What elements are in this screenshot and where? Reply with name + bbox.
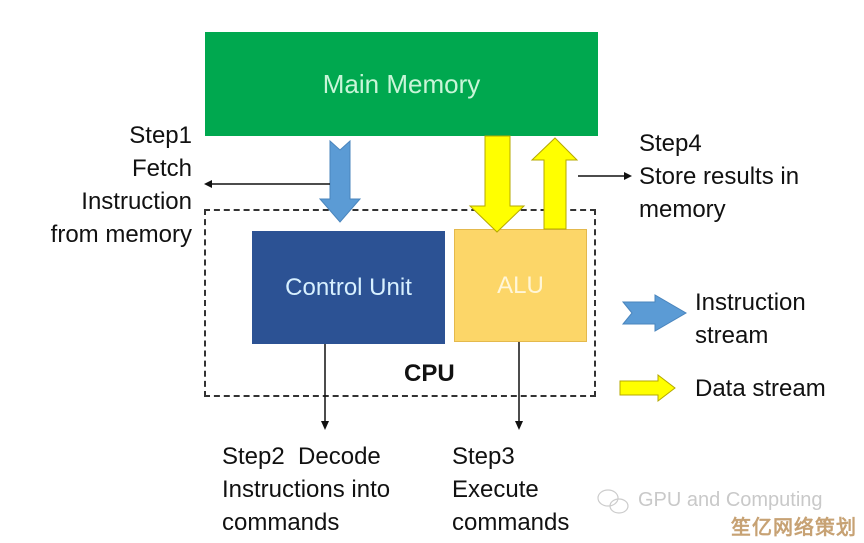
step2-decode-label: Step2 Decode Instructions into commands bbox=[222, 443, 391, 536]
step3-execute-label: Step3 Execute commands bbox=[452, 443, 570, 536]
instruction-stream-arrow bbox=[318, 139, 362, 223]
cpu-label: CPU bbox=[404, 360, 455, 387]
step4-pointer-arrowhead bbox=[624, 172, 632, 180]
step4-store-label: Step4 Store results in memory bbox=[639, 130, 800, 223]
legend-instruction-arrow-icon bbox=[621, 294, 687, 332]
alu-label: ALU bbox=[497, 271, 544, 299]
control-unit-block: Control Unit bbox=[252, 231, 445, 344]
step2-pointer-arrowhead bbox=[321, 421, 329, 430]
step1-fetch-label: Step1 Fetch Instruction from memory bbox=[50, 122, 192, 248]
main-memory-block: Main Memory bbox=[205, 32, 598, 136]
watermark-chinese: 笙亿网络策划 bbox=[731, 517, 857, 539]
legend-instruction-stream-label: Instruction stream bbox=[695, 289, 806, 349]
step3-pointer-arrowhead bbox=[515, 421, 523, 430]
cpu-boundary bbox=[204, 209, 596, 397]
wechat-icon bbox=[597, 489, 629, 514]
data-stream-down-arrow bbox=[468, 135, 526, 233]
data-stream-up-arrow bbox=[530, 137, 579, 230]
legend-data-stream-label: Data stream bbox=[695, 375, 826, 402]
main-memory-label: Main Memory bbox=[322, 68, 481, 99]
control-unit-label: Control Unit bbox=[285, 273, 412, 301]
watermark-english: GPU and Computing bbox=[638, 489, 823, 511]
alu-block: ALU bbox=[454, 229, 587, 342]
step1-pointer-arrowhead bbox=[204, 180, 212, 188]
legend-data-arrow-icon bbox=[619, 373, 676, 403]
